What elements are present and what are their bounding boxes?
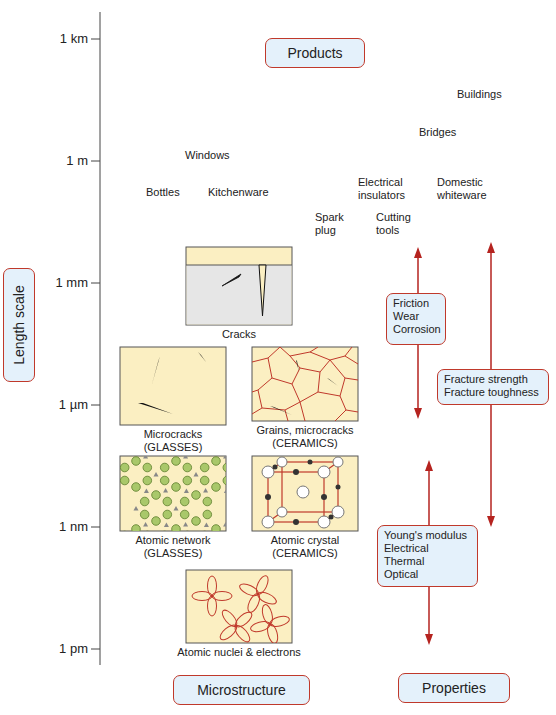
picture-panel: Atomic network (GLASSES) [120,456,226,531]
product-label: Domestic whiteware [437,176,499,202]
box-text: Length scale [11,285,27,364]
box-text: Wear [393,310,439,323]
microcracks-picture [120,347,226,425]
axis [91,12,100,665]
axis-tick-label: 1 µm [20,397,88,413]
picture-panel: Cracks [186,247,292,325]
product-label: Cutting tools [376,211,420,237]
picture-caption: Cracks [179,328,299,341]
axis-tick-label: 1 m [20,153,88,169]
box-text: Electrical [384,542,471,555]
axis-tick-label: 1 km [20,31,88,47]
axis-tick-label: 1 pm [20,641,88,657]
heading-box: Products [265,38,365,68]
picture-caption: Microcracks (GLASSES) [133,428,213,454]
box-text: Properties [422,680,486,696]
picture-caption: Atomic nuclei & electrons [164,646,314,659]
product-label: Buildings [457,88,537,101]
picture-panel: Microcracks (GLASSES) [120,347,226,425]
grains-picture [252,347,358,421]
box-text: Products [287,45,342,61]
box-text: Young's modulus [384,529,471,542]
property-box: FrictionWearCorrosion [386,293,446,345]
picture-panel: Atomic crystal (CERAMICS) [252,456,358,531]
atomic-network-picture [114,454,232,561]
box-text: Fracture toughness [444,386,542,399]
box-text: Corrosion [393,323,439,336]
box-text: Microstructure [197,682,286,698]
cracks-picture [186,247,292,325]
heading-box: Properties [398,673,510,703]
picture-caption: Atomic network (GLASSES) [127,534,219,560]
property-box: Young's modulusElectricalThermalOptical [377,525,478,587]
picture-caption: Grains, microcracks (CERAMICS) [249,424,361,450]
picture-caption: Atomic crystal (CERAMICS) [259,534,351,560]
box-text: Fracture strength [444,373,542,386]
box-text: Optical [384,568,471,581]
box-text: Thermal [384,555,471,568]
picture-panel: Atomic nuclei & electrons [186,570,292,643]
product-label: Electrical insulators [358,176,418,202]
axis-title-box: Length scale [3,268,35,382]
picture-panel: Grains, microcracks (CERAMICS) [252,347,358,421]
product-label: Spark plug [315,211,355,237]
axis-tick-label: 1 nm [20,519,88,535]
atomic-crystal-picture [252,456,358,531]
property-box: Fracture strengthFracture toughness [437,369,549,405]
nuclei-picture [186,570,292,644]
product-label: Windows [185,149,255,162]
box-text: Friction [393,297,439,310]
product-label: Bottles [146,186,196,199]
product-label: Kitchenware [208,186,288,199]
axis-tick-label: 1 mm [20,275,88,291]
product-label: Bridges [419,126,489,139]
heading-box: Microstructure [173,675,310,705]
